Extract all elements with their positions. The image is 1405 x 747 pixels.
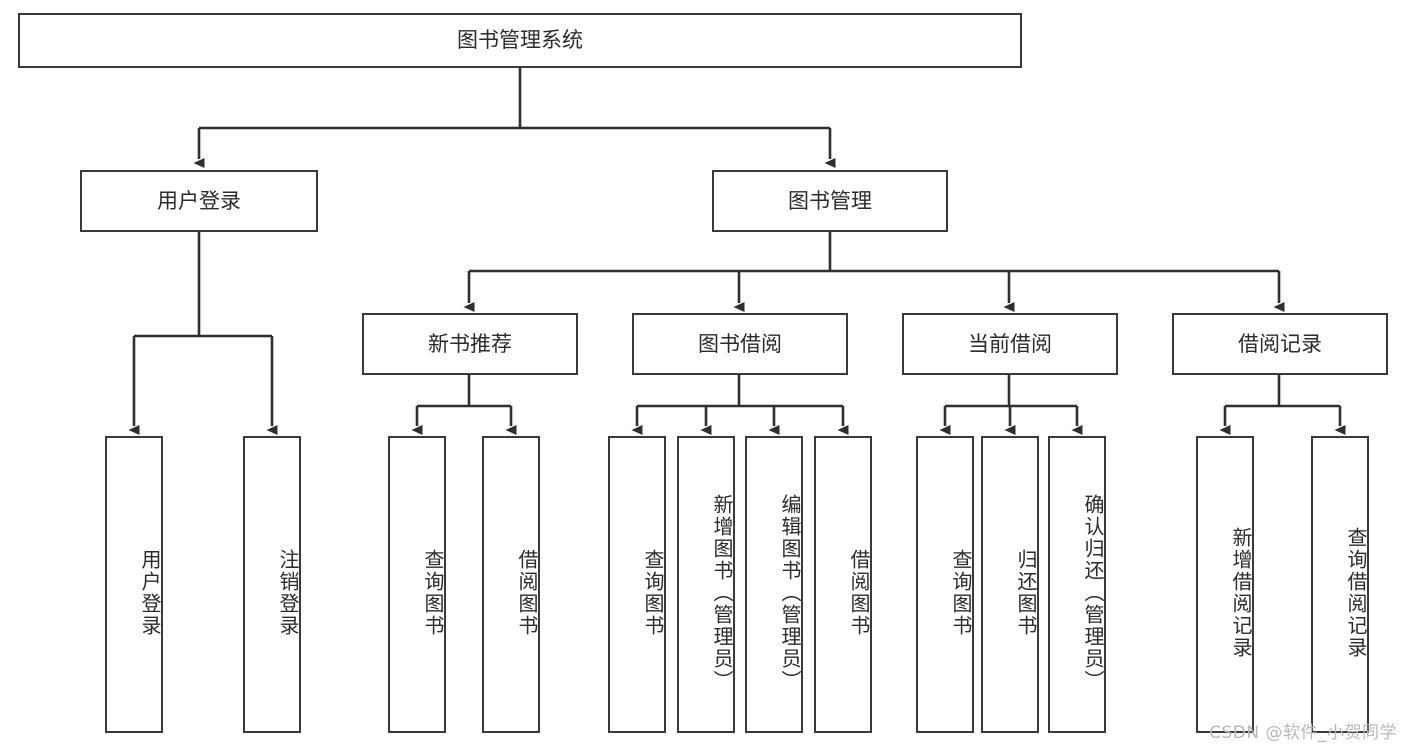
node-leaf-current-3[interactable]: 确认归还（管理员）	[1048, 436, 1106, 733]
node-leaf-new-book-1[interactable]: 查询图书	[388, 436, 446, 733]
node-leaf-borrow-2[interactable]: 新增图书（管理员）	[677, 436, 735, 733]
node-leaf-record-2[interactable]: 查询借阅记录	[1311, 436, 1369, 733]
node-leaf-borrow-3[interactable]: 编辑图书（管理员）	[745, 436, 803, 733]
node-current-borrow[interactable]: 当前借阅	[902, 313, 1118, 375]
node-book-management[interactable]: 图书管理	[712, 170, 948, 232]
node-leaf-borrow-4[interactable]: 借阅图书	[814, 436, 872, 733]
node-leaf-user-login-1-label: 用户登录	[138, 548, 162, 637]
node-leaf-new-book-2-label: 借阅图书	[515, 548, 539, 637]
node-book-management-label: 图书管理	[788, 188, 872, 213]
node-root[interactable]: 图书管理系统	[18, 13, 1022, 68]
node-leaf-record-2-label: 查询借阅记录	[1344, 526, 1368, 659]
node-leaf-new-book-1-label: 查询图书	[421, 548, 445, 637]
node-leaf-user-login-2[interactable]: 注销登录	[243, 436, 301, 733]
node-leaf-borrow-3-label: 编辑图书（管理员）	[778, 493, 802, 692]
node-new-book-recommend[interactable]: 新书推荐	[362, 313, 578, 375]
watermark: CSDN @软件_小贺同学	[1209, 723, 1397, 743]
node-book-borrow-label: 图书借阅	[698, 331, 782, 356]
node-leaf-record-1[interactable]: 新增借阅记录	[1196, 436, 1254, 733]
node-leaf-current-1[interactable]: 查询图书	[916, 436, 974, 733]
node-leaf-borrow-1[interactable]: 查询图书	[608, 436, 666, 733]
node-borrow-record[interactable]: 借阅记录	[1172, 313, 1388, 375]
node-leaf-current-2-label: 归还图书	[1014, 548, 1038, 637]
node-leaf-current-3-label: 确认归还（管理员）	[1081, 493, 1105, 692]
node-root-label: 图书管理系统	[457, 28, 583, 53]
node-book-borrow[interactable]: 图书借阅	[632, 313, 848, 375]
node-leaf-user-login-2-label: 注销登录	[276, 548, 300, 637]
node-borrow-record-label: 借阅记录	[1238, 331, 1322, 356]
node-leaf-current-2[interactable]: 归还图书	[981, 436, 1039, 733]
node-user-login-label: 用户登录	[157, 188, 241, 213]
node-current-borrow-label: 当前借阅	[968, 331, 1052, 356]
node-user-login[interactable]: 用户登录	[80, 170, 318, 232]
node-leaf-user-login-1[interactable]: 用户登录	[105, 436, 163, 733]
node-leaf-borrow-4-label: 借阅图书	[847, 548, 871, 637]
node-leaf-current-1-label: 查询图书	[949, 548, 973, 637]
node-leaf-record-1-label: 新增借阅记录	[1229, 526, 1253, 659]
node-new-book-recommend-label: 新书推荐	[428, 331, 512, 356]
node-leaf-new-book-2[interactable]: 借阅图书	[482, 436, 540, 733]
node-leaf-borrow-2-label: 新增图书（管理员）	[710, 493, 734, 692]
node-leaf-borrow-1-label: 查询图书	[641, 548, 665, 637]
